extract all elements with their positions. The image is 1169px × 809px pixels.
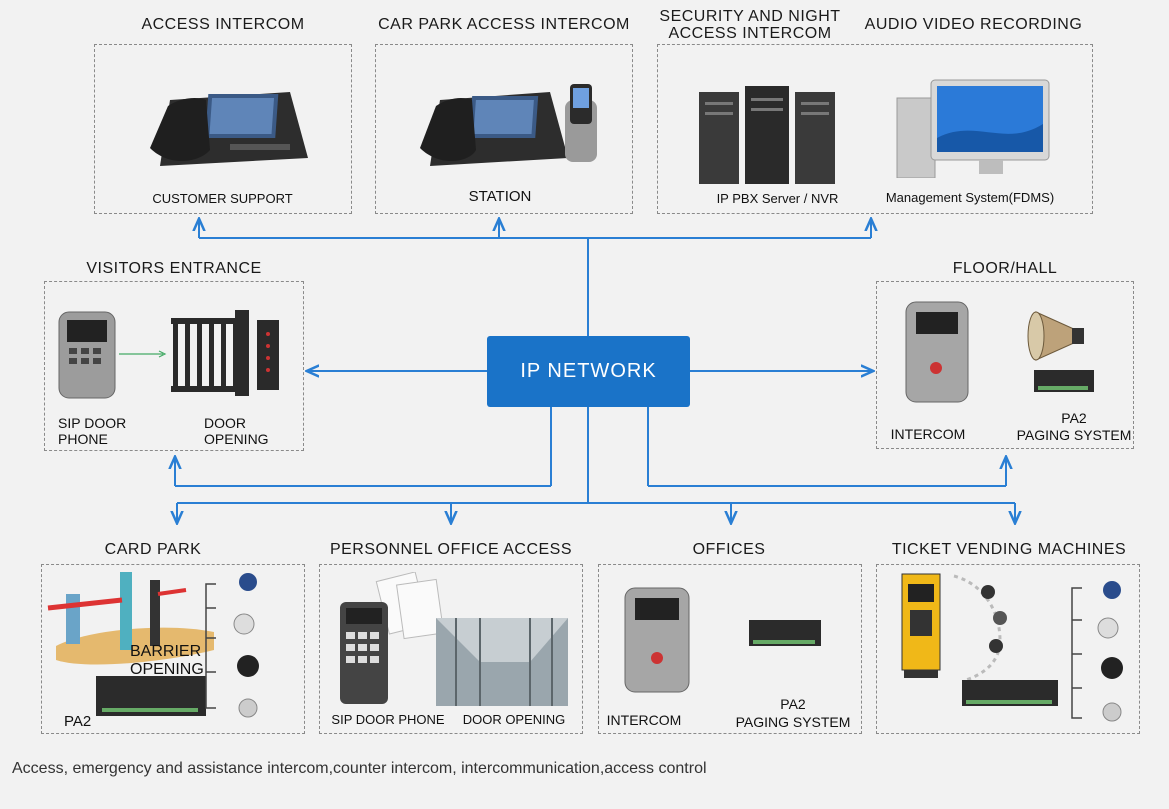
door-opening-label-1: DOOR [204, 415, 246, 431]
card-park-pa2-label: PA2 [64, 713, 92, 730]
audio-video-title: AUDIO VIDEO RECORDING [864, 16, 1083, 33]
car-park-access-title: CAR PARK ACCESS INTERCOM [378, 16, 630, 33]
door-opening-label-2: OPENING [204, 431, 269, 447]
floor-hall-panel [876, 281, 1134, 449]
offices-pa2-label: PA2 [780, 696, 806, 712]
office-door-phone-icon [340, 572, 568, 706]
ticket-vending-panel [876, 564, 1140, 734]
visitors-entrance-panel [44, 281, 304, 451]
offices-intercom-label: INTERCOM [606, 712, 682, 728]
offices-paging-system-label: PAGING SYSTEM [735, 714, 851, 730]
visitors-entrance-title: VISITORS ENTRANCE [86, 260, 262, 277]
barrier-and-pa2-icon [47, 572, 259, 718]
office-intercom-and-pa2-icon [624, 587, 821, 693]
door-phone-and-gate-icon [58, 310, 279, 399]
access-intercom-title: ACCESS INTERCOM [141, 16, 305, 33]
ip-video-phone-icon [150, 92, 308, 166]
server-rack-icon [699, 86, 835, 184]
station-label: STATION [468, 188, 532, 205]
ip-network-node: IP NETWORK [487, 336, 690, 407]
pa2-label: PA2 [1061, 410, 1087, 426]
security-night-title: SECURITY AND NIGHT ACCESS INTERCOM [650, 8, 850, 42]
pbx-server-label: IP PBX Server / NVR [716, 191, 839, 206]
station-phone-icon [420, 84, 597, 166]
door-opening-label: DOOR OPENING [462, 712, 566, 727]
management-system-label: Management System(FDMS) [885, 190, 1055, 205]
intercom-label: INTERCOM [890, 426, 966, 442]
access-intercom-panel [94, 44, 352, 214]
sip-door-phone-label: SIP DOOR PHONE [331, 712, 445, 727]
ticket-machine-and-devices-icon [901, 573, 1123, 722]
ticket-vending-title: TICKET VENDING MACHINES [891, 541, 1127, 558]
floor-hall-title: FLOOR/HALL [952, 260, 1058, 277]
personnel-office-title: PERSONNEL OFFICE ACCESS [329, 541, 573, 558]
security-night-title-line1: SECURITY AND NIGHT [659, 8, 841, 25]
customer-support-label: CUSTOMER SUPPORT [152, 191, 293, 206]
barrier-label-2: OPENING [130, 661, 204, 678]
sip-door-label-1: SIP DOOR [58, 415, 127, 431]
offices-title: OFFICES [692, 541, 766, 558]
paging-system-label: PAGING SYSTEM [1016, 427, 1132, 443]
footer-caption: Access, emergency and assistance interco… [12, 760, 707, 777]
ip-network-label: IP NETWORK [520, 360, 657, 382]
offices-panel [598, 564, 862, 734]
security-night-title-line2: ACCESS INTERCOM [668, 25, 832, 42]
sip-door-label-2: PHONE [58, 431, 108, 447]
intercom-and-horn-speaker-icon [905, 301, 1094, 403]
management-computer-icon [896, 79, 1050, 178]
personnel-office-panel [319, 564, 583, 734]
security-recording-panel [657, 44, 1093, 214]
card-park-title: CARD PARK [104, 541, 202, 558]
card-park-panel [41, 564, 305, 734]
car-park-access-panel [375, 44, 633, 214]
barrier-label-1: BARRIER [130, 643, 202, 660]
